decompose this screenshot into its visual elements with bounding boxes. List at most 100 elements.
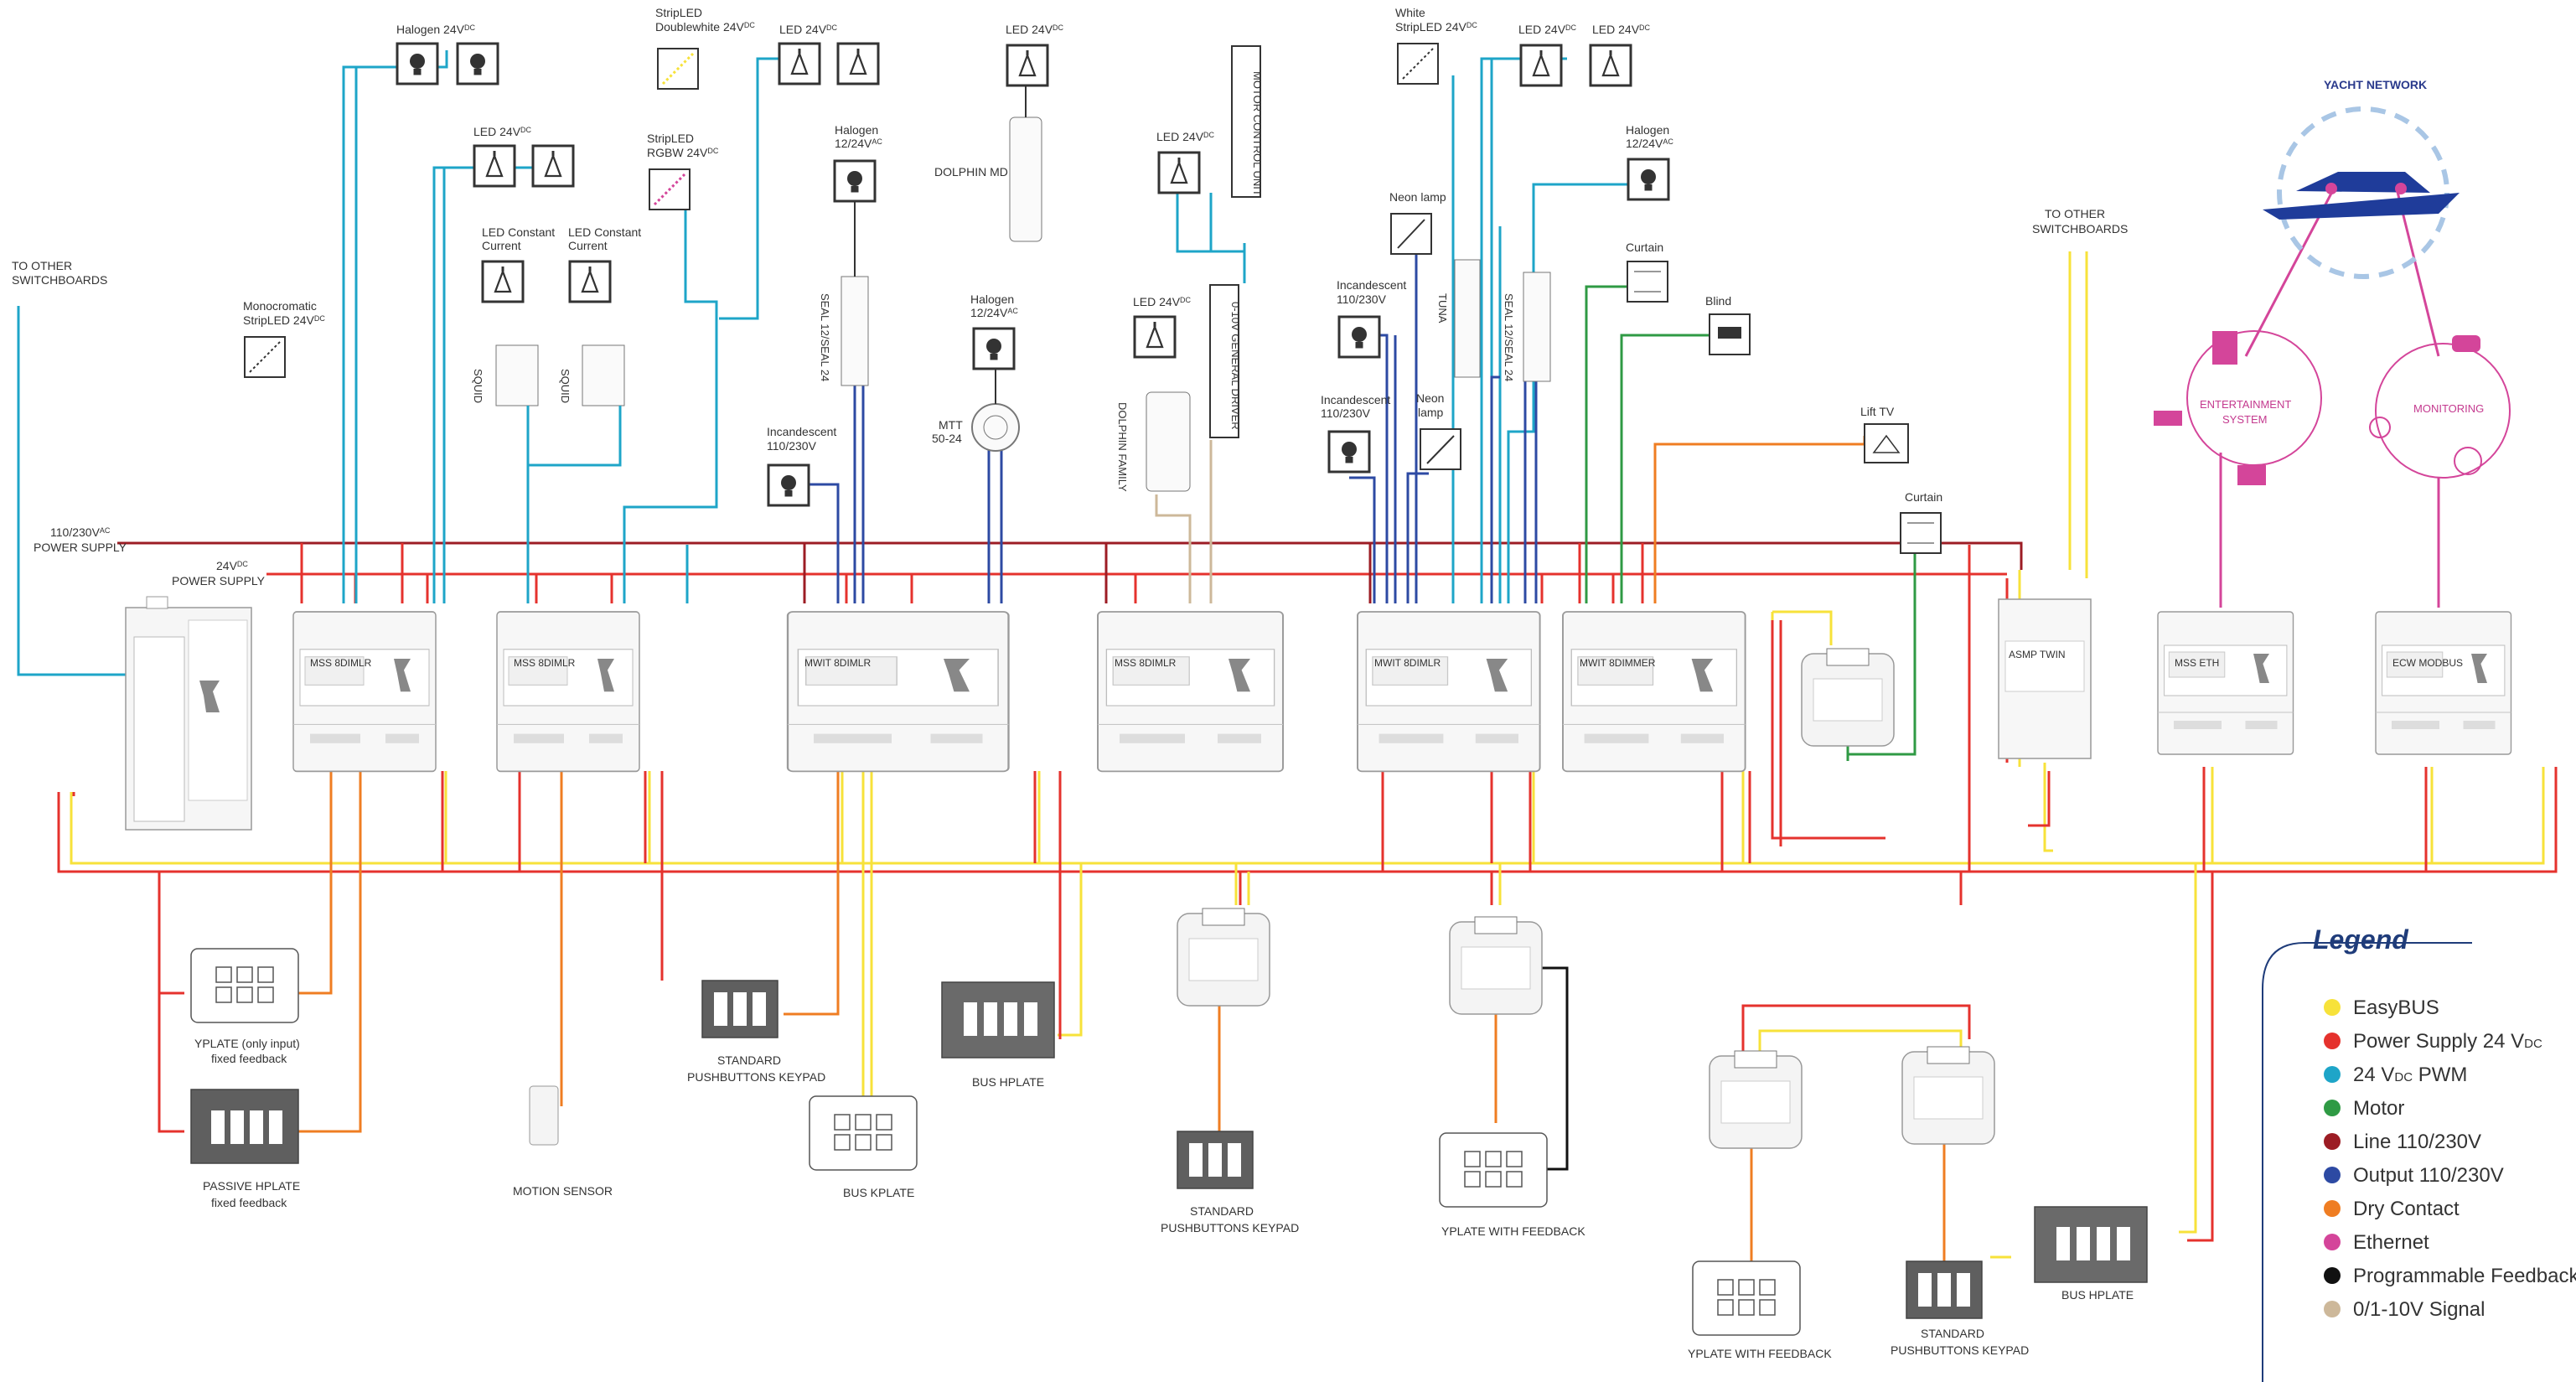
pwm-to-other	[17, 306, 126, 676]
yacht-icon	[2263, 172, 2460, 220]
module-8: ECW MODBUS	[2375, 611, 2512, 755]
svg-text:Incandescent: Incandescent	[767, 425, 836, 438]
legend-swatch	[2324, 1167, 2341, 1183]
svg-text:LED Constant: LED Constant	[482, 225, 555, 239]
legend-frame	[2262, 942, 2472, 1382]
legend-label: Output 110/230V	[2353, 1164, 2504, 1187]
module-6: MWIT 8DIMMER	[1562, 611, 1746, 773]
svg-text:PUSHBUTTONS KEYPAD: PUSHBUTTONS KEYPAD	[1161, 1221, 1299, 1234]
legend-item: Dry Contact	[2324, 1198, 2460, 1220]
yacht-network: YACHT NETWORK ENTERTAINMENT SYSTEM MONIT…	[2154, 78, 2511, 485]
svg-text:StripLED 24VDC: StripLED 24VDC	[243, 313, 325, 327]
svg-text:MSS ETH: MSS ETH	[2175, 657, 2219, 669]
svg-text:YPLATE WITH FEEDBACK: YPLATE WITH FEEDBACK	[1688, 1347, 1832, 1360]
svg-text:Doublewhite 24VDC: Doublewhite 24VDC	[655, 20, 755, 34]
svg-text:MWIT 8DIMLR: MWIT 8DIMLR	[804, 657, 871, 669]
to-other-left-1: TO OTHER	[12, 259, 72, 272]
svg-text:ASMP TWIN: ASMP TWIN	[2009, 649, 2066, 660]
supply-110-label: 110/230VAC	[50, 525, 111, 539]
svg-text:Halogen: Halogen	[835, 123, 878, 137]
power-24-lower	[57, 767, 2558, 873]
svg-text:DOLPHIN MD: DOLPHIN MD	[934, 165, 1008, 179]
svg-text:ENTERTAINMENT: ENTERTAINMENT	[2200, 398, 2291, 411]
svg-text:MWIT 8DIMMER: MWIT 8DIMMER	[1580, 657, 1656, 669]
svg-text:12/24VAC: 12/24VAC	[1626, 137, 1673, 150]
to-other-right-2: SWITCHBOARDS	[2032, 222, 2128, 236]
legend-swatch	[2324, 999, 2341, 1016]
svg-text:Blind: Blind	[1705, 294, 1731, 308]
svg-text:PUSHBUTTONS KEYPAD: PUSHBUTTONS KEYPAD	[1891, 1343, 2029, 1357]
svg-text:MSS 8DIMLR: MSS 8DIMLR	[1115, 657, 1177, 669]
svg-text:Current: Current	[482, 239, 521, 252]
svg-text:LED 24VDC: LED 24VDC	[1006, 23, 1064, 36]
legend-label: Power Supply 24 VDC	[2353, 1030, 2542, 1053]
svg-text:YPLATE WITH FEEDBACK: YPLATE WITH FEEDBACK	[1441, 1224, 1585, 1238]
svg-text:BUS KPLATE: BUS KPLATE	[843, 1186, 914, 1199]
svg-text:fixed feedback: fixed feedback	[211, 1196, 287, 1209]
svg-text:SQUID: SQUID	[559, 369, 572, 403]
svg-text:50-24: 50-24	[932, 432, 962, 445]
legend-swatch	[2324, 1301, 2341, 1317]
svg-text:StripLED: StripLED	[647, 132, 694, 145]
legend-label: Line 110/230V	[2353, 1131, 2481, 1153]
svg-text:MWIT 8DIMLR: MWIT 8DIMLR	[1374, 657, 1441, 669]
svg-text:LED 24VDC: LED 24VDC	[1518, 23, 1577, 36]
svg-text:fixed feedback: fixed feedback	[211, 1052, 287, 1065]
module-5: MWIT 8DIMLR	[1357, 611, 1541, 773]
legend-title: Legend	[2313, 924, 2409, 955]
module-1: MSS 8DIMLR	[292, 611, 437, 773]
svg-text:STANDARD: STANDARD	[1190, 1204, 1254, 1218]
svg-text:LED Constant: LED Constant	[568, 225, 641, 239]
legend-label: 0/1-10V Signal	[2353, 1298, 2485, 1321]
supply-110-label-2: POWER SUPPLY	[34, 541, 127, 554]
legend-item: Programmable Feedback	[2324, 1265, 2576, 1287]
svg-text:LED 24VDC: LED 24VDC	[1592, 23, 1651, 36]
svg-text:lamp: lamp	[1418, 406, 1444, 419]
legend-swatch	[2324, 1100, 2341, 1116]
svg-text:MOTION SENSOR: MOTION SENSOR	[513, 1184, 613, 1198]
legend-swatch	[2324, 1234, 2341, 1250]
to-other-right-1: TO OTHER	[2045, 207, 2105, 220]
legend-swatch	[2324, 1133, 2341, 1150]
svg-text:12/24VAC: 12/24VAC	[970, 306, 1018, 319]
easybus-lower	[70, 767, 2545, 865]
legend-item: 24 VDC PWM	[2324, 1064, 2467, 1086]
svg-text:MSS 8DIMLR: MSS 8DIMLR	[310, 657, 372, 669]
legend-swatch	[2324, 1200, 2341, 1217]
module-7: MSS ETH	[2157, 611, 2294, 755]
svg-text:MOTOR CONTROL UNIT: MOTOR CONTROL UNIT	[1251, 71, 1264, 196]
svg-text:Incandescent: Incandescent	[1321, 393, 1390, 406]
svg-text:Halogen: Halogen	[1626, 123, 1669, 137]
supply-24-label-2: POWER SUPPLY	[172, 574, 266, 587]
svg-text:STANDARD: STANDARD	[717, 1053, 781, 1067]
power-supply-unit	[125, 596, 252, 831]
svg-text:BUS HPLATE: BUS HPLATE	[972, 1075, 1044, 1089]
legend-swatch	[2324, 1033, 2341, 1049]
svg-text:STANDARD: STANDARD	[1921, 1327, 1984, 1340]
svg-text:LED 24VDC: LED 24VDC	[1156, 130, 1215, 143]
legend-label: Programmable Feedback	[2353, 1265, 2576, 1287]
legend-label: 24 VDC PWM	[2353, 1064, 2467, 1086]
svg-text:StripLED: StripLED	[655, 6, 702, 19]
supply-24-label: 24VDC	[216, 559, 248, 572]
module-2: MSS 8DIMLR	[496, 611, 640, 773]
svg-text:MTT: MTT	[939, 418, 963, 432]
module-small-twin: ASMP TWIN	[1998, 598, 2092, 759]
svg-text:Incandescent: Incandescent	[1337, 278, 1406, 292]
legend-item: EasyBUS	[2324, 996, 2439, 1019]
svg-text:Curtain: Curtain	[1905, 490, 1942, 504]
svg-text:YACHT NETWORK: YACHT NETWORK	[2324, 78, 2427, 91]
svg-text:Curtain: Curtain	[1626, 241, 1663, 254]
svg-text:DOLPHIN FAMILY: DOLPHIN FAMILY	[1116, 402, 1129, 492]
legend-item: Output 110/230V	[2324, 1164, 2504, 1187]
svg-text:Halogen: Halogen	[970, 292, 1014, 306]
svg-text:Neon: Neon	[1416, 391, 1444, 405]
svg-text:Neon lamp: Neon lamp	[1389, 190, 1446, 204]
svg-text:110/230V: 110/230V	[1321, 406, 1371, 420]
svg-text:RGBW 24VDC: RGBW 24VDC	[647, 146, 719, 159]
legend: Legend EasyBUS Power Supply 24 VDC 24 VDC …	[2262, 924, 2576, 1382]
loads: Halogen 24VDC LED 24VDC LED Constant Cur…	[243, 6, 1942, 603]
to-other-left-2: SWITCHBOARDS	[12, 273, 107, 287]
